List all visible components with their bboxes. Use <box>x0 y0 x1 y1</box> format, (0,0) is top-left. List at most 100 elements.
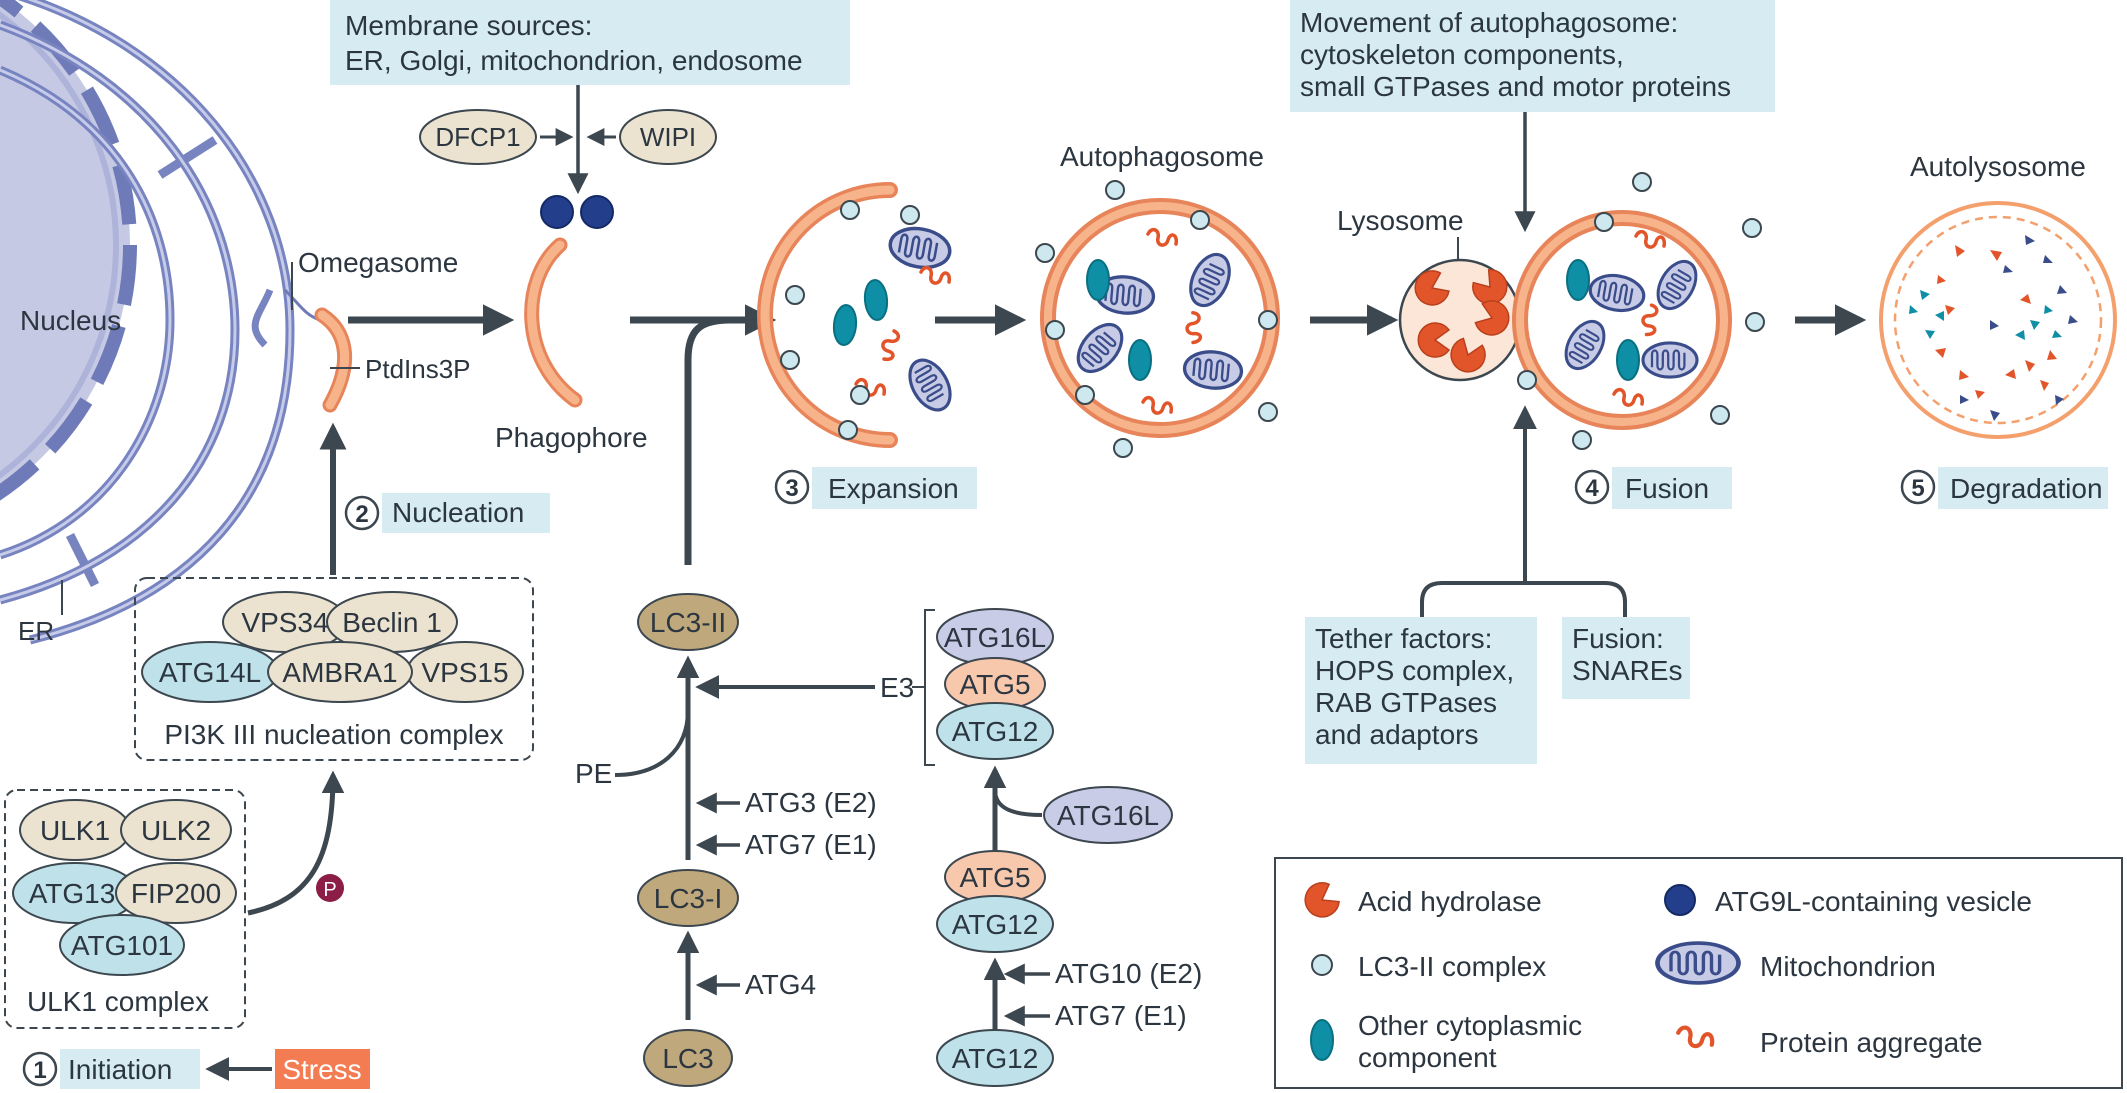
tether-line3: RAB GTPases <box>1315 687 1497 718</box>
pi3k-nucleation-complex <box>141 591 524 703</box>
step-5-box <box>1938 467 2108 509</box>
tether-line4: and adaptors <box>1315 719 1478 750</box>
step-3-box <box>812 467 977 509</box>
atg7-atg12-label: ATG7 (E1) <box>1055 1000 1187 1031</box>
atg5-top-label: ATG5 <box>959 669 1030 700</box>
lysosome <box>1398 258 1522 382</box>
tether-line1: Tether factors: <box>1315 623 1492 654</box>
legend-lc3ii-complex-label: LC3-II complex <box>1358 951 1546 982</box>
legend-atg9l-vesicle-icon <box>1664 884 1696 916</box>
lc3-label: LC3 <box>662 1043 713 1074</box>
atg7-lc3-label: ATG7 (E1) <box>745 829 877 860</box>
phagophore-label: Phagophore <box>495 422 648 453</box>
legend-protein-aggregate-label: Protein aggregate <box>1760 1027 1983 1058</box>
tether-fusion-bracket <box>1420 581 1627 617</box>
membrane-sources-line1: Membrane sources: <box>345 10 592 41</box>
step-1-box <box>60 1049 200 1089</box>
lc3i-protein <box>637 869 739 927</box>
atg9l-vesicle <box>540 195 574 229</box>
atg12-top-protein <box>936 702 1054 760</box>
lc3ii-label: LC3-II <box>650 607 726 638</box>
phosphorylation-label: P <box>323 879 336 901</box>
ptdins3p-label: PtdIns3P <box>365 354 471 384</box>
wipi-protein <box>619 109 717 165</box>
legend-mitochondrion-icon <box>1658 943 1739 983</box>
stress-label: Stress <box>282 1054 361 1085</box>
lysosome-label: Lysosome <box>1337 205 1464 236</box>
atg9l-vesicle <box>580 195 614 229</box>
tether-line2: HOPS complex, <box>1315 655 1514 686</box>
ulk1-complex <box>12 799 237 976</box>
ambra1-label: AMBRA1 <box>282 657 397 688</box>
movement-box <box>1290 0 1775 112</box>
lc3-protein <box>643 1029 733 1087</box>
step-3-label: Expansion <box>828 473 959 504</box>
lc3i-label: LC3-I <box>654 883 722 914</box>
atg101-label: ATG101 <box>71 930 173 961</box>
step-2-circle <box>344 495 380 531</box>
lc3ii-dots-fusion <box>1517 172 1765 450</box>
fusion-snares-box <box>1562 617 1690 699</box>
e3-bracket <box>924 609 935 766</box>
atg10-label: ATG10 (E2) <box>1055 958 1202 989</box>
legend-cytoplasmic-component-label2: component <box>1358 1042 1497 1073</box>
membrane-sources-box <box>330 0 850 85</box>
pi3k-complex-label: PI3K III nucleation complex <box>164 719 503 750</box>
step-3-circle <box>774 469 810 505</box>
pe-label: PE <box>575 758 612 789</box>
pi3k-complex-box <box>134 577 534 761</box>
wipi-label: WIPI <box>640 122 696 152</box>
atg16l-side-protein <box>1043 786 1173 844</box>
autophagosome-label: Autophagosome <box>1060 141 1264 172</box>
vps34-label: VPS34 <box>241 607 328 638</box>
step-4-circle <box>1574 469 1610 505</box>
atg14l-label: ATG14L <box>159 657 261 688</box>
step-1-label: Initiation <box>68 1054 172 1085</box>
step-1-number: 1 <box>33 1057 46 1084</box>
atg13-label: ATG13 <box>29 878 116 909</box>
step-1-circle <box>22 1051 58 1087</box>
er-label: ER <box>18 616 54 646</box>
membrane-sources-line2: ER, Golgi, mitochondrion, endosome <box>345 45 803 76</box>
atg12-bottom-protein <box>936 1029 1054 1087</box>
tether-box <box>1305 617 1537 764</box>
ulk2-label: ULK2 <box>141 815 211 846</box>
autolysosome-label: Autolysosome <box>1910 151 2086 182</box>
vps15-label: VPS15 <box>421 657 508 688</box>
step-4-number: 4 <box>1585 475 1599 502</box>
step-3-number: 3 <box>785 475 798 502</box>
stress-box <box>275 1049 370 1089</box>
movement-line3: small GTPases and motor proteins <box>1300 71 1731 102</box>
lc3ii-protein <box>637 593 739 651</box>
fusion-snares-line1: Fusion: <box>1572 623 1664 654</box>
legend-mitochondrion-label: Mitochondrion <box>1760 951 1936 982</box>
nucleus <box>0 0 137 501</box>
beclin1-label: Beclin 1 <box>342 607 442 638</box>
lc3ii-dots-autophagosome <box>1035 180 1278 458</box>
omegasome-label: Omegasome <box>298 247 458 278</box>
atg12-mid-label: ATG12 <box>952 909 1039 940</box>
atg4-label: ATG4 <box>745 969 816 1000</box>
fip200-label: FIP200 <box>131 878 221 909</box>
atg5-mid-label: ATG5 <box>959 862 1030 893</box>
legend-cytoplasmic-component-icon <box>1310 1019 1334 1061</box>
step-2-label: Nucleation <box>392 497 524 528</box>
atg3-label: ATG3 (E2) <box>745 787 877 818</box>
atg12-bottom-label: ATG12 <box>952 1043 1039 1074</box>
step-5-label: Degradation <box>1950 473 2103 504</box>
phosphorylation-badge <box>316 874 344 902</box>
step-4-label: Fusion <box>1625 473 1709 504</box>
fusing-autophagosome <box>1512 210 1732 430</box>
atg12-mid-protein <box>936 895 1054 953</box>
step-4-box <box>1612 467 1732 509</box>
movement-line1: Movement of autophagosome: <box>1300 7 1678 38</box>
legend-atg9l-vesicle-label: ATG9L-containing vesicle <box>1715 886 2032 917</box>
dfcp1-protein <box>419 109 537 165</box>
ulk1-complex-box <box>4 789 246 1029</box>
autolysosome <box>1879 201 2117 439</box>
ulk1-complex-label: ULK1 complex <box>27 986 209 1017</box>
step-5-circle <box>1900 469 1936 505</box>
e3-label: E3 <box>880 672 914 703</box>
lc3ii-branch-line <box>684 316 731 565</box>
